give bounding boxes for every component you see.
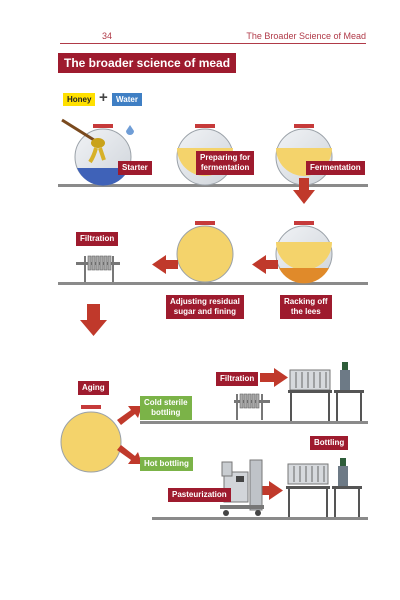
step-aging: Aging [78, 381, 109, 395]
honey-label: Honey [63, 93, 96, 106]
right-arrow-icon [260, 368, 288, 387]
floor-line [58, 282, 368, 285]
step-fermentation: Fermentation [306, 161, 365, 175]
step-adjusting: Adjusting residual sugar and fining [166, 295, 244, 319]
section-title: The broader science of mead [58, 53, 237, 73]
step-pasteurization: Pasteurization [168, 488, 231, 502]
tank-icon [176, 221, 234, 283]
header-rule [60, 43, 366, 44]
down-arrow-icon [293, 178, 315, 204]
down-arrow-icon [80, 304, 107, 336]
step-bottling: Bottling [310, 436, 349, 450]
branch-arrow-icon [117, 445, 142, 464]
filter-press-icon [76, 255, 120, 282]
bottling-machine-icon [288, 362, 364, 421]
tank-icon [275, 124, 333, 186]
step-filtration-2: Filtration [216, 372, 259, 386]
step-filtration-1: Filtration [76, 232, 119, 246]
page-number: 34 [102, 31, 113, 41]
bottling-machine-icon [286, 458, 362, 517]
water-label: Water [112, 93, 142, 106]
left-arrow-icon [152, 255, 178, 274]
tank-icon [60, 405, 122, 473]
branch-arrow-icon [117, 406, 142, 425]
tank-icon [74, 124, 132, 186]
filter-press-icon [234, 393, 270, 420]
step-hot-bottling: Hot bottling [140, 457, 193, 471]
step-preparing: Preparing for fermentation [196, 151, 255, 175]
floor-line [58, 184, 368, 187]
step-cold-sterile: Cold sterile bottling [140, 396, 192, 420]
step-starter: Starter [118, 161, 152, 175]
floor-line [140, 421, 368, 424]
water-droplet-icon [126, 125, 134, 135]
honey-dipper-icon [61, 118, 106, 164]
floor-line [152, 517, 368, 520]
running-title: The Broader Science of Mead [246, 31, 366, 41]
left-arrow-icon [252, 255, 278, 274]
step-racking: Racking off the lees [280, 295, 332, 319]
plus-sign: + [99, 89, 108, 106]
tank-icon [275, 221, 333, 284]
